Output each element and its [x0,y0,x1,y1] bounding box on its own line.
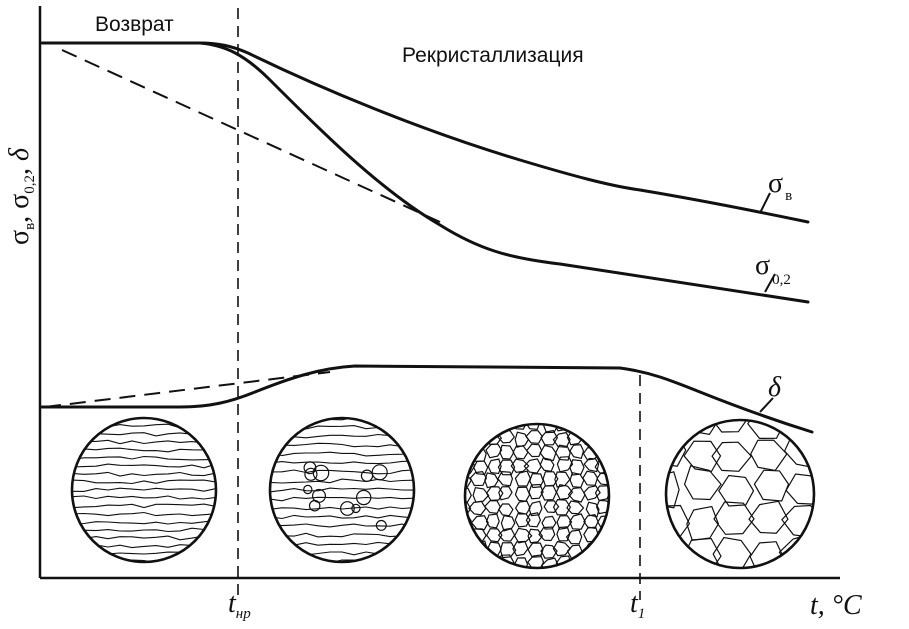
sigma-extrapolation-dashed-line [61,49,441,223]
sigma-02-leader [764,273,776,293]
delta-leader [759,397,774,413]
tnr-tick-label: tнр [228,588,251,622]
microstructure-fine-grain [463,422,611,570]
x-axis-label: t, °C [810,590,862,621]
delta-label: δ [768,372,782,403]
recrystallization-label: Рекристаллизация [402,44,584,67]
sigma-b-curve [40,41,810,224]
delta-curve [40,364,814,434]
y-axis-label: σв, σ0,2, δ [4,147,38,245]
t1-tick-label: t1 [630,588,645,622]
sigma-b-leader [759,192,771,214]
sigma-02-curve [198,41,810,304]
microstructure-coarse-grain [664,418,816,570]
microstructure-deformed [70,416,218,564]
recovery-label: Возврат [95,13,174,36]
microstructure-recovery-nuclei [268,416,416,564]
delta-extrapolation-dashed-line [44,371,331,408]
